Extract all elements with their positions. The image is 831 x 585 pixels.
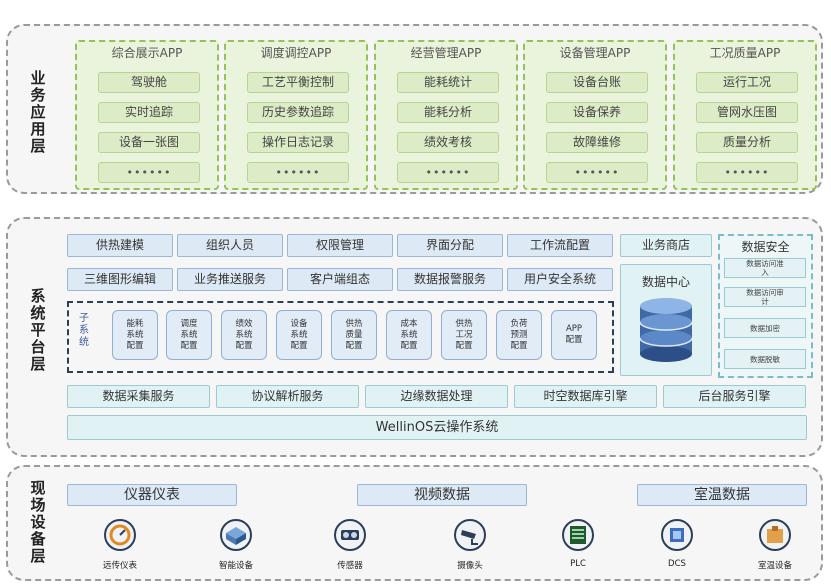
data-center-panel: 数据中心: [620, 264, 712, 376]
platform-service: 边缘数据处理: [365, 385, 508, 408]
subsystem-config: 绩效 系统 配置: [221, 310, 267, 360]
subsystem-config: 能耗 系统 配置: [112, 310, 158, 360]
security-item: 数据访问准 入: [724, 258, 806, 278]
platform-module: 组织人员: [177, 234, 283, 257]
plc-icon: [562, 519, 594, 551]
app-item: 实时追踪: [98, 102, 200, 123]
database-icon: [639, 298, 693, 362]
device-label: DCS: [668, 559, 686, 569]
data-security-title: 数据安全: [741, 240, 790, 254]
app-item: 运行工况: [696, 72, 798, 93]
app-item: 驾驶舱: [98, 72, 200, 93]
device-label: 室温设备: [757, 561, 792, 571]
app-item: 绩效考核: [397, 132, 499, 153]
subsystem-config: 负荷 预测 配置: [496, 310, 542, 360]
subsystem-config: 设备 系统 配置: [276, 310, 322, 360]
subsystem-group: [67, 301, 614, 373]
platform-module: 数据报警服务: [397, 268, 503, 291]
app-item: 设备一张图: [98, 132, 200, 153]
platform-service: 后台服务引擎: [663, 385, 806, 408]
field-layer-title: 现场设备层: [30, 479, 46, 565]
app-item: 质量分析: [696, 132, 798, 153]
app-item-more: ••••••: [98, 162, 200, 183]
app-item: 设备台账: [546, 72, 648, 93]
app-title: 调度调控APP: [260, 46, 332, 60]
app-column-operation: 经营管理APP 能耗统计 能耗分析 绩效考核 ••••••: [374, 40, 518, 190]
app-column-dispatch: 调度调控APP 工艺平衡控制 历史参数追踪 操作日志记录 ••••••: [224, 40, 368, 190]
app-item: 工艺平衡控制: [247, 72, 349, 93]
security-item: 数据脱敏: [724, 349, 806, 369]
platform-service: 数据采集服务: [67, 385, 210, 408]
field-category: 仪器仪表: [67, 484, 237, 506]
subsystem-config: 供热 质量 配置: [331, 310, 377, 360]
platform-module: 权限管理: [287, 234, 393, 257]
platform-module: 客户端组态: [287, 268, 393, 291]
platform-module: 界面分配: [397, 234, 503, 257]
app-item: 能耗统计: [397, 72, 499, 93]
subsystem-config: 供热 工况 配置: [441, 310, 487, 360]
app-item-more: ••••••: [696, 162, 798, 183]
subsystem-config: 成本 系统 配置: [386, 310, 432, 360]
field-category: 视频数据: [357, 484, 527, 506]
field-category: 室温数据: [637, 484, 807, 506]
app-item: 历史参数追踪: [247, 102, 349, 123]
subsystem-label: 子 系 统: [79, 313, 89, 348]
platform-module: 业务推送服务: [177, 268, 283, 291]
sensor-icon: [334, 519, 366, 551]
platform-module: 供热建模: [67, 234, 173, 257]
app-title: 经营管理APP: [410, 46, 482, 60]
device-label: 摄像头: [457, 561, 483, 571]
app-title: 设备管理APP: [559, 46, 631, 60]
app-title: 综合展示APP: [111, 46, 183, 60]
camera-icon: [454, 519, 486, 551]
app-item: 设备保养: [546, 102, 648, 123]
business-store: 业务商店: [620, 234, 712, 257]
platform-service: 时空数据库引擎: [514, 385, 657, 408]
app-column-equipment: 设备管理APP 设备台账 设备保养 故障维修 ••••••: [523, 40, 667, 190]
device-label: 传感器: [337, 561, 363, 571]
platform-layer-title: 系统平台层: [30, 287, 46, 373]
platform-module: 工作流配置: [507, 234, 613, 257]
dcs-icon: [661, 519, 693, 551]
app-column-quality: 工况质量APP 运行工况 管网水压图 质量分析 ••••••: [673, 40, 817, 190]
data-center-title: 数据中心: [641, 275, 690, 289]
device-label: 智能设备: [218, 561, 253, 571]
app-item: 管网水压图: [696, 102, 798, 123]
room-temperature-device-icon: [759, 519, 791, 551]
security-item: 数据加密: [724, 318, 806, 338]
app-item-more: ••••••: [546, 162, 648, 183]
app-title: 工况质量APP: [709, 46, 781, 60]
device-label: PLC: [570, 559, 586, 569]
subsystem-config: 调度 系统 配置: [166, 310, 212, 360]
app-item: 操作日志记录: [247, 132, 349, 153]
device-label: 远传仪表: [102, 561, 137, 571]
app-item: 故障维修: [546, 132, 648, 153]
app-column-overview: 综合展示APP 驾驶舱 实时追踪 设备一张图 ••••••: [75, 40, 219, 190]
security-item: 数据访问审 计: [724, 287, 806, 307]
platform-module: 三维图形编辑: [67, 268, 173, 291]
platform-module: 用户安全系统: [507, 268, 613, 291]
app-item-more: ••••••: [247, 162, 349, 183]
subsystem-config: APP 配置: [551, 310, 597, 360]
business-layer-title: 业务应用层: [30, 69, 46, 155]
app-item: 能耗分析: [397, 102, 499, 123]
app-item-more: ••••••: [397, 162, 499, 183]
os-bar: WellinOS云操作系统: [67, 415, 807, 440]
smart-device-icon: [220, 519, 252, 551]
platform-service: 协议解析服务: [216, 385, 359, 408]
gauge-icon: [104, 519, 136, 551]
